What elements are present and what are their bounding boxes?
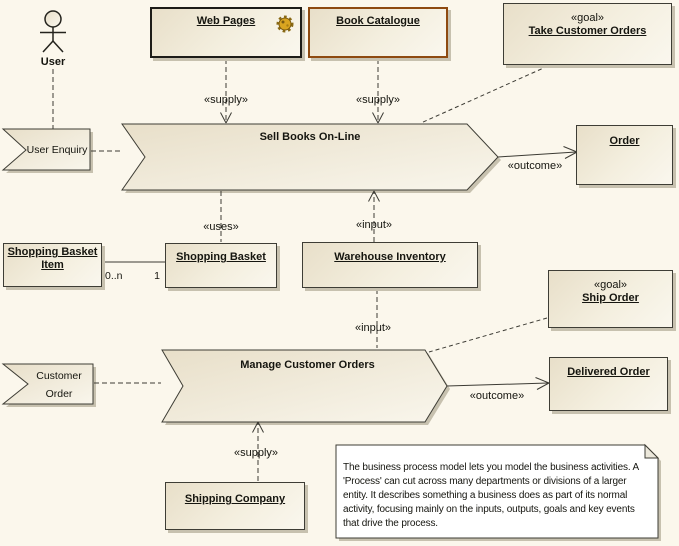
connector-outcome-delivered[interactable] <box>446 377 550 390</box>
note-shape[interactable] <box>335 443 660 539</box>
goal-take-customer-orders-stereotype: «goal» <box>570 12 605 24</box>
object-delivered-order[interactable]: Delivered Order <box>549 357 668 411</box>
object-shopping-basket-item[interactable]: Shopping Basket Item <box>3 243 102 287</box>
stereotype-uses: «uses» <box>203 221 239 233</box>
object-web-pages[interactable]: Web Pages <box>150 7 302 58</box>
connector-supply-shipping-company[interactable] <box>252 421 264 481</box>
object-web-pages-label: Web Pages <box>196 15 256 27</box>
stereotype-supply-shipping: «supply» <box>233 447 279 459</box>
event-user-enquiry-shape[interactable] <box>1 128 91 171</box>
actor-user-figure[interactable] <box>40 10 66 53</box>
object-book-catalogue[interactable]: Book Catalogue <box>308 7 448 58</box>
process-manage-orders-shape[interactable] <box>161 349 448 423</box>
process-manage-orders-label: Manage Customer Orders <box>240 359 375 371</box>
goal-ship-order-label: Ship Order <box>582 292 639 304</box>
object-shipping-company-label: Shipping Company <box>184 493 286 505</box>
note-text: The business process model lets you mode… <box>343 462 639 529</box>
event-user-enquiry-label: User Enquiry <box>26 144 88 156</box>
object-order[interactable]: Order <box>576 125 673 185</box>
stereotype-outcome-order: «outcome» <box>507 160 563 172</box>
connector-outcome-order[interactable] <box>497 146 578 159</box>
object-shopping-basket[interactable]: Shopping Basket <box>165 243 277 288</box>
stereotype-outcome-delivered: «outcome» <box>469 390 525 402</box>
event-customer-order-label: Customer Order <box>36 370 82 400</box>
goal-ship-order[interactable]: «goal» Ship Order <box>548 270 673 328</box>
goal-take-customer-orders[interactable]: «goal» Take Customer Orders <box>503 3 672 65</box>
stereotype-input-upper: «input» <box>355 219 393 231</box>
connector-supply-book-catalogue[interactable] <box>372 59 384 124</box>
object-book-catalogue-label: Book Catalogue <box>336 15 420 27</box>
actor-user-label: User <box>40 56 66 68</box>
stereotype-supply-web-pages: «supply» <box>203 94 249 106</box>
object-shopping-basket-label: Shopping Basket <box>176 251 266 263</box>
process-sell-books-label: Sell Books On-Line <box>259 131 361 143</box>
connector-input-warehouse-to-sell[interactable] <box>368 190 380 242</box>
connector-supply-web-pages[interactable] <box>220 59 232 124</box>
goal-ship-order-stereotype: «goal» <box>593 279 628 291</box>
process-sell-books-shape[interactable] <box>121 123 499 191</box>
object-order-label: Order <box>609 135 640 147</box>
event-customer-order-shape[interactable] <box>1 363 94 405</box>
stereotype-supply-book-catalogue: «supply» <box>355 94 401 106</box>
connector-goal-ship-order[interactable] <box>428 317 548 353</box>
gear-icon <box>275 14 295 34</box>
multiplicity-source: 0..n <box>105 270 123 282</box>
goal-take-customer-orders-label: Take Customer Orders <box>528 25 647 37</box>
connector-goal-take-orders[interactable] <box>420 65 549 124</box>
object-shipping-company[interactable]: Shipping Company <box>165 482 305 530</box>
object-delivered-order-label: Delivered Order <box>567 366 650 378</box>
object-warehouse-inventory-label: Warehouse Inventory <box>334 251 446 263</box>
object-shopping-basket-item-label: Shopping Basket Item <box>7 246 98 271</box>
multiplicity-target: 1 <box>154 270 160 282</box>
object-warehouse-inventory[interactable]: Warehouse Inventory <box>302 242 478 288</box>
note-fold-corner <box>644 443 660 459</box>
stereotype-input-lower: «input» <box>354 322 392 334</box>
